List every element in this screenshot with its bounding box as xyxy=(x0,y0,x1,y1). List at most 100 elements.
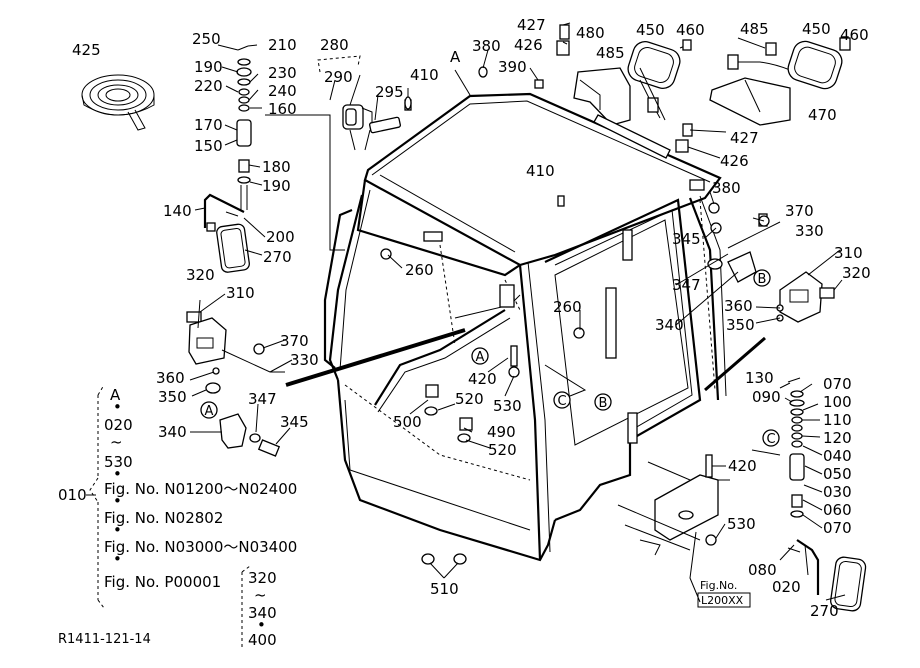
part-label: 260 xyxy=(405,261,434,279)
part-label: 250 xyxy=(192,30,221,48)
legend-tilde: ~ xyxy=(110,433,123,451)
legend-range-start: 320 xyxy=(248,569,277,587)
part-label: 310 xyxy=(834,244,863,262)
legend-dot: • xyxy=(113,398,122,416)
part-label: 427 xyxy=(730,129,759,147)
part-label: 030 xyxy=(823,483,852,501)
part-label: 050 xyxy=(823,465,852,483)
marker-c-circle xyxy=(762,429,780,447)
part-label: 450 xyxy=(802,20,831,38)
part-label: 420 xyxy=(728,457,757,475)
part-label: 485 xyxy=(740,20,769,38)
fig-no-frame xyxy=(697,592,751,608)
part-label: 460 xyxy=(840,26,869,44)
part-label: 340 xyxy=(655,316,684,334)
part-label: 280 xyxy=(320,36,349,54)
part-label: 320 xyxy=(842,264,871,282)
part-label: 530 xyxy=(493,397,522,415)
part-label: 350 xyxy=(158,388,187,406)
part-label: 490 xyxy=(487,423,516,441)
part-label: 360 xyxy=(156,369,185,387)
part-label: 110 xyxy=(823,411,852,429)
roof-cap xyxy=(557,195,565,207)
part-label: 270 xyxy=(263,248,292,266)
marker-b-circle xyxy=(753,269,771,287)
part-label: 347 xyxy=(672,276,701,294)
part-label: 190 xyxy=(262,177,291,195)
fig-no-value: L200XX xyxy=(701,594,744,607)
part-label: 330 xyxy=(290,351,319,369)
part-label: 347 xyxy=(248,390,277,408)
part-label: 480 xyxy=(576,24,605,42)
part-label: 190 xyxy=(194,58,223,76)
part-label: 070 xyxy=(823,375,852,393)
legend-fig: Fig. No. P00001 xyxy=(104,573,221,591)
marker-c: C xyxy=(766,432,775,447)
legend-fig: Fig. No. N03000～N03400 xyxy=(104,538,297,556)
marker-a: A xyxy=(205,404,214,419)
part-label: 485 xyxy=(596,44,625,62)
part-label: 427 xyxy=(517,16,546,34)
marker-a-circle xyxy=(200,401,218,419)
marker-b: B xyxy=(758,272,767,287)
part-label: 360 xyxy=(724,297,753,315)
legend-range-extra: 400 xyxy=(248,631,277,649)
door-hinge xyxy=(627,412,638,444)
part-label: 520 xyxy=(488,441,517,459)
part-label: 060 xyxy=(823,501,852,519)
legend-range-start: 020 xyxy=(104,416,133,434)
part-label: 510 xyxy=(430,580,459,598)
part-label: 020 xyxy=(772,578,801,596)
part-label: 170 xyxy=(194,116,223,134)
part-label: 345 xyxy=(672,230,701,248)
part-label: 350 xyxy=(726,316,755,334)
door-handle xyxy=(605,287,617,359)
legend-dot: • xyxy=(113,492,122,510)
part-label: 330 xyxy=(795,222,824,240)
legend-fig: Fig. No. N01200～N02400 xyxy=(104,480,297,498)
part-label: A xyxy=(450,48,461,66)
marker-a-circle xyxy=(471,347,489,365)
legend-tilde: ~ xyxy=(254,586,267,604)
front-bolts xyxy=(421,345,520,565)
part-label: 345 xyxy=(280,413,309,431)
latch-left xyxy=(186,311,285,457)
part-label: 140 xyxy=(163,202,192,220)
part-label: 390 xyxy=(498,58,527,76)
part-label: 070 xyxy=(823,519,852,537)
legend-dot: • xyxy=(113,550,122,568)
part-label: 380 xyxy=(712,179,741,197)
part-label: 426 xyxy=(514,36,543,54)
part-label: 210 xyxy=(268,36,297,54)
part-label: 460 xyxy=(676,21,705,39)
marker-b: B xyxy=(599,396,608,411)
marker-a: A xyxy=(476,350,485,365)
part-label: 100 xyxy=(823,393,852,411)
bottom-mount xyxy=(617,454,730,556)
part-label: 040 xyxy=(823,447,852,465)
leader-lines xyxy=(189,22,846,603)
wire-coil-425 xyxy=(81,74,155,131)
work-light-rear xyxy=(556,24,851,159)
part-label: 500 xyxy=(393,413,422,431)
part-label: 130 xyxy=(745,369,774,387)
latch-right xyxy=(707,215,835,323)
legend-dot: • xyxy=(257,616,266,634)
part-label: 200 xyxy=(266,228,295,246)
roof-bracket xyxy=(689,179,705,191)
roof-lamp xyxy=(423,231,443,242)
part-label: 320 xyxy=(186,266,215,284)
part-label: 240 xyxy=(268,82,297,100)
legend-ref: A xyxy=(110,386,121,404)
legend-fig: Fig. No. N02802 xyxy=(104,509,223,527)
part-label: 180 xyxy=(262,158,291,176)
legend-dot: • xyxy=(113,465,122,483)
work-light-left xyxy=(317,55,412,151)
legend-range-end: 530 xyxy=(104,453,133,471)
part-label: 470 xyxy=(808,106,837,124)
cab-frame xyxy=(323,92,727,562)
legend-tree: A • 020 ~ 530 • 010 Fig. No. N01200～N024… xyxy=(58,384,297,650)
part-label: 270 xyxy=(810,602,839,620)
